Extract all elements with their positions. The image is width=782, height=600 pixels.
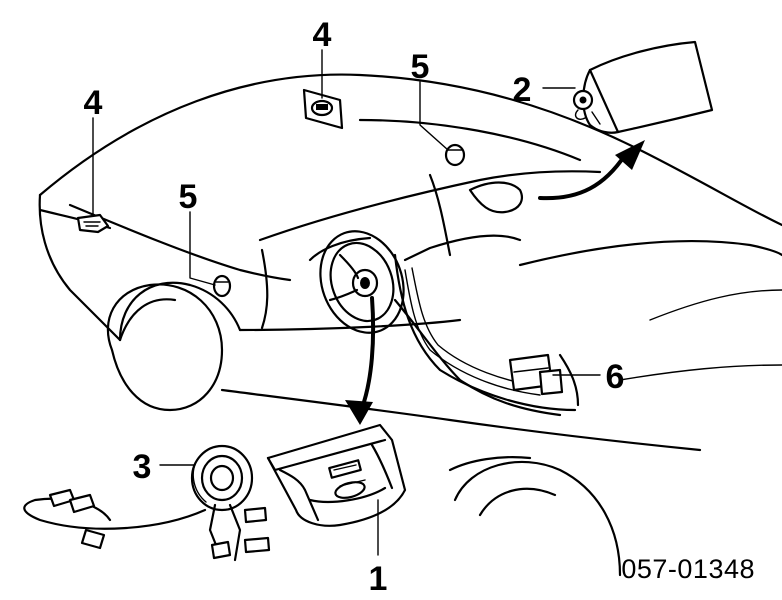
- steering-wheel: [308, 230, 405, 334]
- car-body-outline: [38, 73, 782, 577]
- callout-4-top: 4: [313, 16, 332, 54]
- callout-1: 1: [369, 560, 388, 598]
- satellite-sensor-top: [444, 143, 466, 167]
- callout-2: 2: [513, 71, 532, 109]
- front-sensor-top: [302, 88, 344, 130]
- callout-5-left: 5: [179, 178, 198, 216]
- arrow-to-driver-airbag: [345, 296, 376, 425]
- leader-lines: [92, 49, 601, 556]
- center-console: [393, 181, 580, 412]
- satellite-sensor-left: [212, 274, 232, 298]
- airbag-control-unit: [508, 353, 564, 396]
- arrow-to-passenger-airbag: [538, 140, 645, 201]
- callout-4-left: 4: [84, 84, 103, 122]
- spiral-cable-clock-spring: [23, 444, 271, 562]
- passenger-airbag-module: [572, 40, 714, 134]
- callout-3: 3: [133, 448, 152, 486]
- callout-6: 6: [606, 358, 625, 396]
- front-sensor-left: [76, 213, 110, 234]
- driver-airbag-module: [266, 423, 407, 527]
- callout-5-top: 5: [411, 48, 430, 86]
- diagram-part-number: 057-01348: [621, 554, 755, 584]
